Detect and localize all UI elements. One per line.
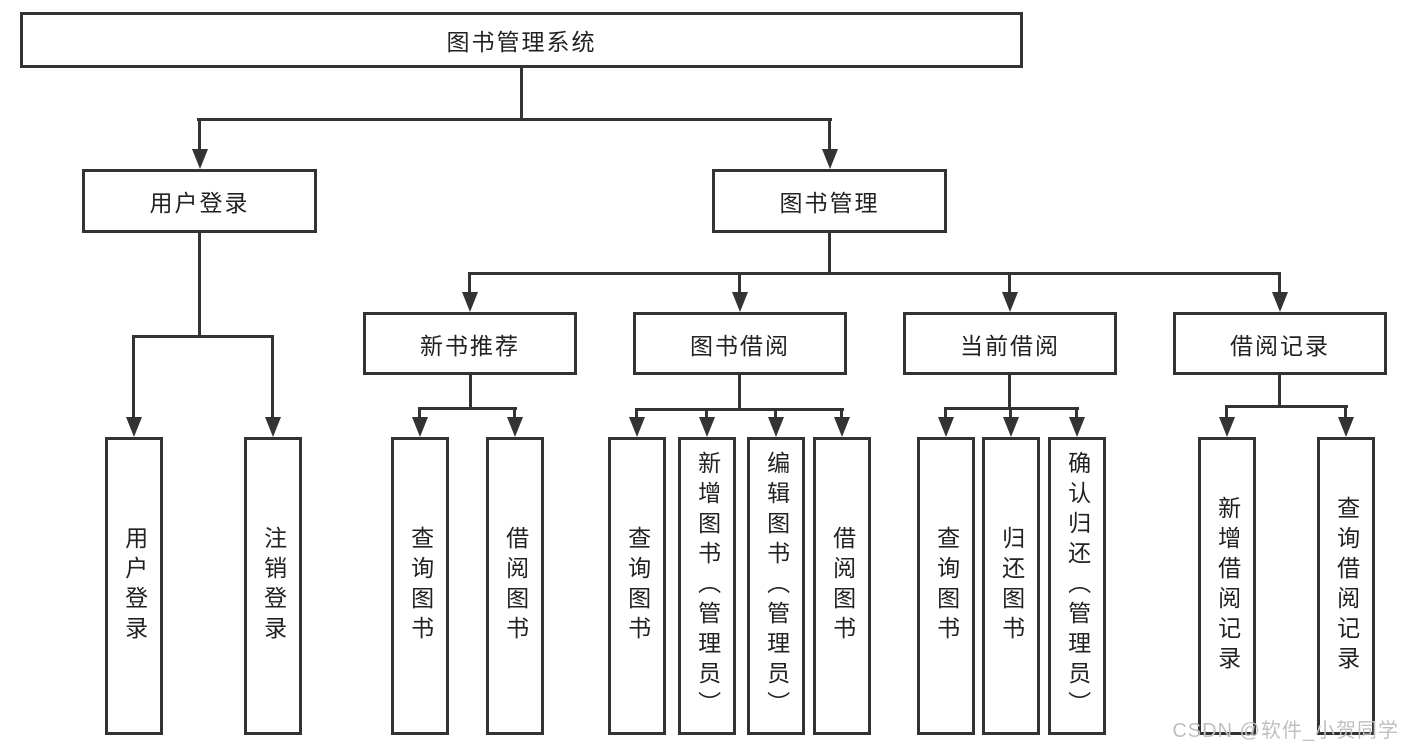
leaf-rec-borrow-books: 借阅图书	[486, 437, 544, 735]
connector-line	[197, 118, 832, 121]
leaf-user-login-label: 用户登录	[121, 526, 148, 646]
connector-line	[469, 375, 472, 407]
node-current-borrowing: 当前借阅	[903, 312, 1117, 375]
leaf-bb-borrow-books-label: 借阅图书	[829, 526, 856, 646]
node-user-login-label: 用户登录	[149, 190, 250, 216]
leaf-rec-query-books: 查询图书	[391, 437, 449, 735]
connector-line	[468, 272, 1281, 275]
arrow-down-icon	[1337, 405, 1354, 437]
node-current-borrowing-label: 当前借阅	[960, 332, 1060, 359]
arrow-down-icon	[191, 118, 208, 169]
watermark-text: CSDN @软件_小贺同学	[1172, 720, 1399, 742]
leaf-cb-confirm-return-label: 确认归还（管理员）	[1064, 451, 1091, 721]
arrow-down-icon	[1068, 407, 1085, 437]
arrow-down-icon	[628, 408, 645, 437]
node-book-management: 图书管理	[712, 169, 947, 233]
leaf-cb-return-books-label: 归还图书	[998, 526, 1025, 646]
connector-line	[1278, 375, 1281, 405]
arrow-down-icon	[767, 408, 784, 437]
leaf-bb-add-books-label: 新增图书（管理员）	[694, 451, 721, 721]
connector-line	[635, 408, 844, 411]
arrow-down-icon	[1218, 405, 1235, 437]
node-book-borrowing-label: 图书借阅	[690, 332, 790, 359]
node-borrowing-records: 借阅记录	[1173, 312, 1387, 375]
connector-line	[198, 233, 201, 335]
arrow-down-icon	[1001, 272, 1018, 312]
leaf-bb-borrow-books: 借阅图书	[813, 437, 871, 735]
node-borrowing-records-label: 借阅记录	[1230, 332, 1330, 359]
arrow-down-icon	[937, 407, 954, 437]
arrow-down-icon	[125, 335, 142, 437]
leaf-cb-query-books: 查询图书	[917, 437, 975, 735]
leaf-logout: 注销登录	[244, 437, 302, 735]
connector-line	[418, 407, 517, 410]
leaf-bb-edit-books: 编辑图书（管理员）	[747, 437, 805, 735]
node-book-borrowing: 图书借阅	[633, 312, 847, 375]
leaf-br-add-record: 新增借阅记录	[1198, 437, 1256, 735]
arrow-down-icon	[411, 407, 428, 437]
leaf-rec-query-books-label: 查询图书	[407, 526, 434, 646]
leaf-bb-edit-books-label: 编辑图书（管理员）	[763, 451, 790, 721]
leaf-bb-query-books: 查询图书	[608, 437, 666, 735]
arrow-down-icon	[731, 272, 748, 312]
leaf-user-login: 用户登录	[105, 437, 163, 735]
leaf-rec-borrow-books-label: 借阅图书	[502, 526, 529, 646]
arrow-down-icon	[461, 272, 478, 312]
node-book-management-label: 图书管理	[779, 190, 880, 216]
arrow-down-icon	[506, 407, 523, 437]
arrow-down-icon	[1271, 272, 1288, 312]
connector-line	[738, 375, 741, 408]
arrow-down-icon	[1002, 407, 1019, 437]
connector-line	[520, 67, 523, 118]
node-root-label: 图书管理系统	[446, 29, 597, 55]
leaf-logout-label: 注销登录	[260, 526, 287, 646]
node-user-login: 用户登录	[82, 169, 317, 233]
node-root: 图书管理系统	[20, 12, 1023, 68]
leaf-br-query-record-label: 查询借阅记录	[1333, 496, 1360, 676]
arrow-down-icon	[698, 408, 715, 437]
leaf-br-add-record-label: 新增借阅记录	[1214, 496, 1241, 676]
arrow-down-icon	[821, 118, 838, 169]
connector-line	[828, 232, 831, 272]
connector-line	[1008, 375, 1011, 407]
arrow-down-icon	[264, 335, 281, 437]
node-new-book-recommend: 新书推荐	[363, 312, 577, 375]
node-new-book-recommend-label: 新书推荐	[420, 332, 520, 359]
leaf-bb-add-books: 新增图书（管理员）	[678, 437, 736, 735]
arrow-down-icon	[833, 408, 850, 437]
connector-line	[1225, 405, 1348, 408]
leaf-cb-query-books-label: 查询图书	[933, 526, 960, 646]
leaf-cb-confirm-return: 确认归还（管理员）	[1048, 437, 1106, 735]
connector-line	[132, 335, 274, 338]
leaf-br-query-record: 查询借阅记录	[1317, 437, 1375, 735]
leaf-bb-query-books-label: 查询图书	[624, 526, 651, 646]
leaf-cb-return-books: 归还图书	[982, 437, 1040, 735]
